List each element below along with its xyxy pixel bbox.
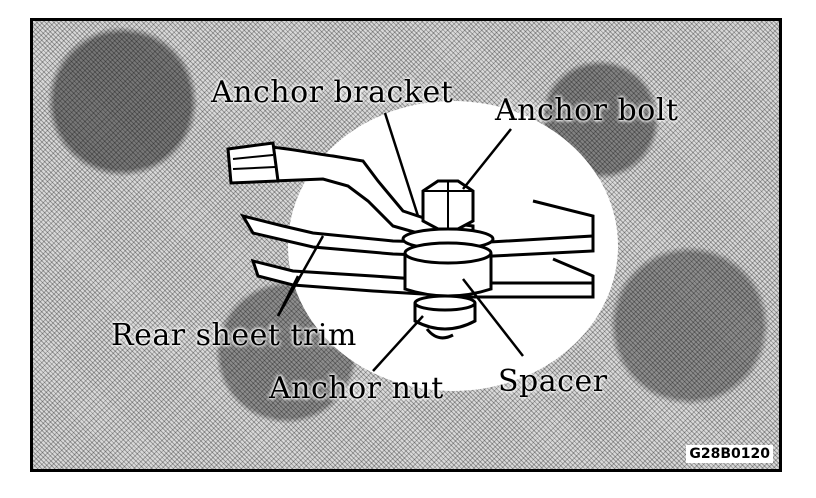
strap-stitch	[232, 154, 276, 170]
leader-anchor-bracket	[383, 112, 420, 217]
spacer-top	[403, 241, 493, 265]
trim-edge-right	[532, 199, 595, 236]
leader-rear-sheet-trim-b	[276, 275, 300, 317]
figure-code: G28B0120	[686, 445, 773, 463]
anchor-nut-top	[413, 294, 477, 312]
leader-anchor-bolt	[462, 128, 512, 190]
label-spacer: Spacer	[498, 364, 608, 399]
label-rear-sheet-trim: Rear sheet trim	[111, 318, 357, 353]
rear-sheet-trim-lower	[250, 258, 595, 299]
trim-edge-right-lower	[552, 257, 595, 283]
rear-sheet-trim-upper	[239, 213, 595, 259]
strap-end	[226, 141, 280, 185]
label-anchor-nut: Anchor nut	[269, 371, 444, 406]
bolt-head-facets	[423, 181, 473, 229]
bolt-tip	[425, 328, 454, 340]
label-anchor-bolt: Anchor bolt	[495, 93, 679, 128]
label-anchor-bracket: Anchor bracket	[211, 75, 454, 110]
leader-spacer	[462, 278, 524, 357]
leader-anchor-nut	[372, 315, 424, 372]
seat-anchor-illustration	[226, 101, 618, 391]
diagram-frame: Anchor bracket Anchor bolt Rear sheet tr…	[30, 18, 782, 472]
